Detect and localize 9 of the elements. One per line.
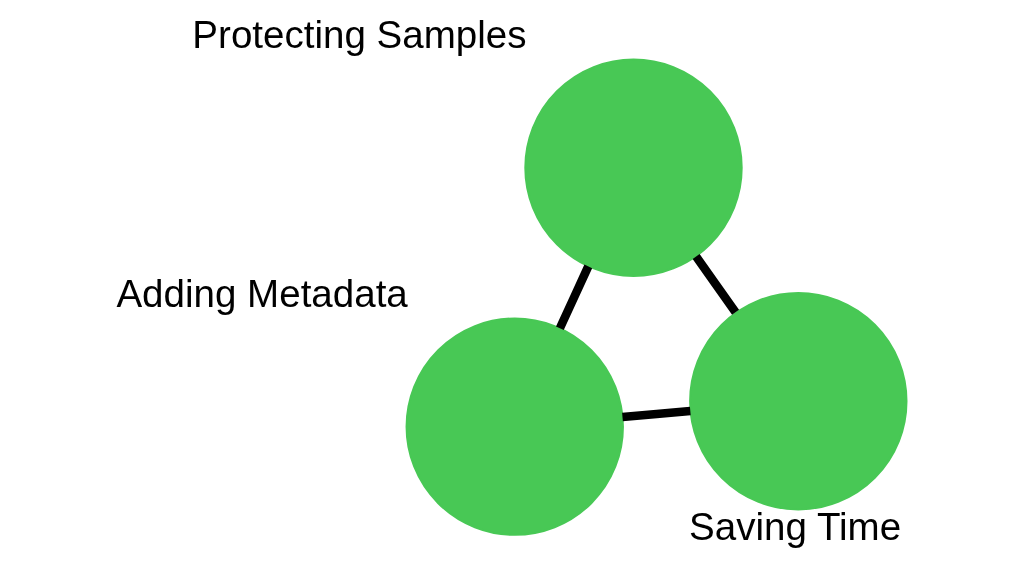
node-label: Adding Metadata (116, 271, 408, 315)
node-label: Saving Time (689, 505, 902, 549)
node-circle (524, 58, 743, 277)
node-circle (405, 317, 624, 536)
node-circle (689, 292, 908, 511)
connector (692, 254, 740, 315)
connector (555, 264, 593, 331)
connector (622, 406, 691, 422)
node-label: Protecting Samples (192, 12, 527, 56)
